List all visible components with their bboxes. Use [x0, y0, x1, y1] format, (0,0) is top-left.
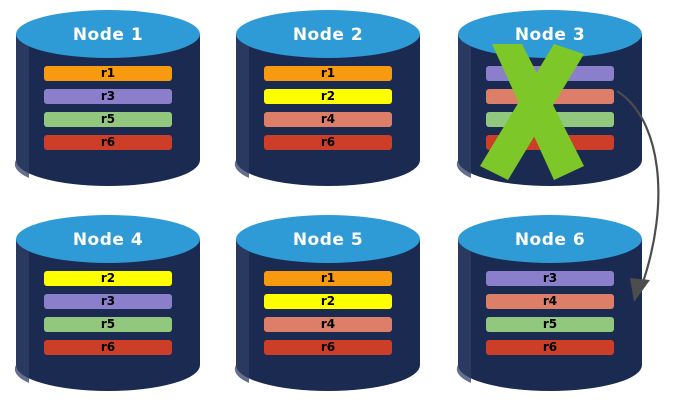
replica-bar[interactable]: r6: [264, 340, 392, 355]
cylinder-left-highlight: [456, 239, 471, 383]
cylinder-left-highlight: [14, 239, 29, 383]
replica-bar[interactable]: r3: [44, 294, 172, 309]
cylinder-top-ellipse: [16, 215, 200, 263]
replica-bar[interactable]: r4: [486, 294, 614, 309]
cylinder-left-highlight: [456, 34, 471, 178]
replica-list: r1 r3 r5 r6: [44, 66, 172, 150]
replica-bar[interactable]: r5: [44, 112, 172, 127]
replica-bar[interactable]: r2: [264, 294, 392, 309]
replica-bar[interactable]: r1: [264, 271, 392, 286]
cylinder-top-ellipse: [236, 10, 420, 58]
replica-bar[interactable]: r4: [264, 317, 392, 332]
replica-bar[interactable]: r2: [264, 89, 392, 104]
replica-bar[interactable]: r2: [44, 271, 172, 286]
replica-list: r3 r4 r5 r6: [486, 271, 614, 355]
replica-bar[interactable]: r6: [486, 340, 614, 355]
replica-bar[interactable]: r3: [486, 66, 614, 81]
cylinder-top-ellipse: [236, 215, 420, 263]
replica-bar[interactable]: r3: [44, 89, 172, 104]
cylinder-top-ellipse: [458, 10, 642, 58]
replica-list: r1 r2 r4 r6: [264, 271, 392, 355]
replica-bar[interactable]: r6: [44, 340, 172, 355]
cylinder-left-highlight: [14, 34, 29, 178]
replica-bar[interactable]: r4: [264, 112, 392, 127]
replica-bar[interactable]: r5: [44, 317, 172, 332]
replica-bar[interactable]: r5: [486, 112, 614, 127]
cylinder-left-highlight: [234, 34, 249, 178]
replica-bar[interactable]: r6: [264, 135, 392, 150]
replica-list: r2 r3 r5 r6: [44, 271, 172, 355]
cylinder-left-highlight: [234, 239, 249, 383]
replica-list: r1 r2 r4 r6: [264, 66, 392, 150]
cylinder-top-ellipse: [16, 10, 200, 58]
replica-bar[interactable]: r4: [486, 89, 614, 104]
replica-bar[interactable]: r1: [264, 66, 392, 81]
replica-bar[interactable]: r6: [486, 135, 614, 150]
replica-bar[interactable]: r3: [486, 271, 614, 286]
replica-list: r3 r4 r5 r6: [486, 66, 614, 150]
replica-bar[interactable]: r5: [486, 317, 614, 332]
replica-bar[interactable]: r6: [44, 135, 172, 150]
cylinder-top-ellipse: [458, 215, 642, 263]
replica-bar[interactable]: r1: [44, 66, 172, 81]
